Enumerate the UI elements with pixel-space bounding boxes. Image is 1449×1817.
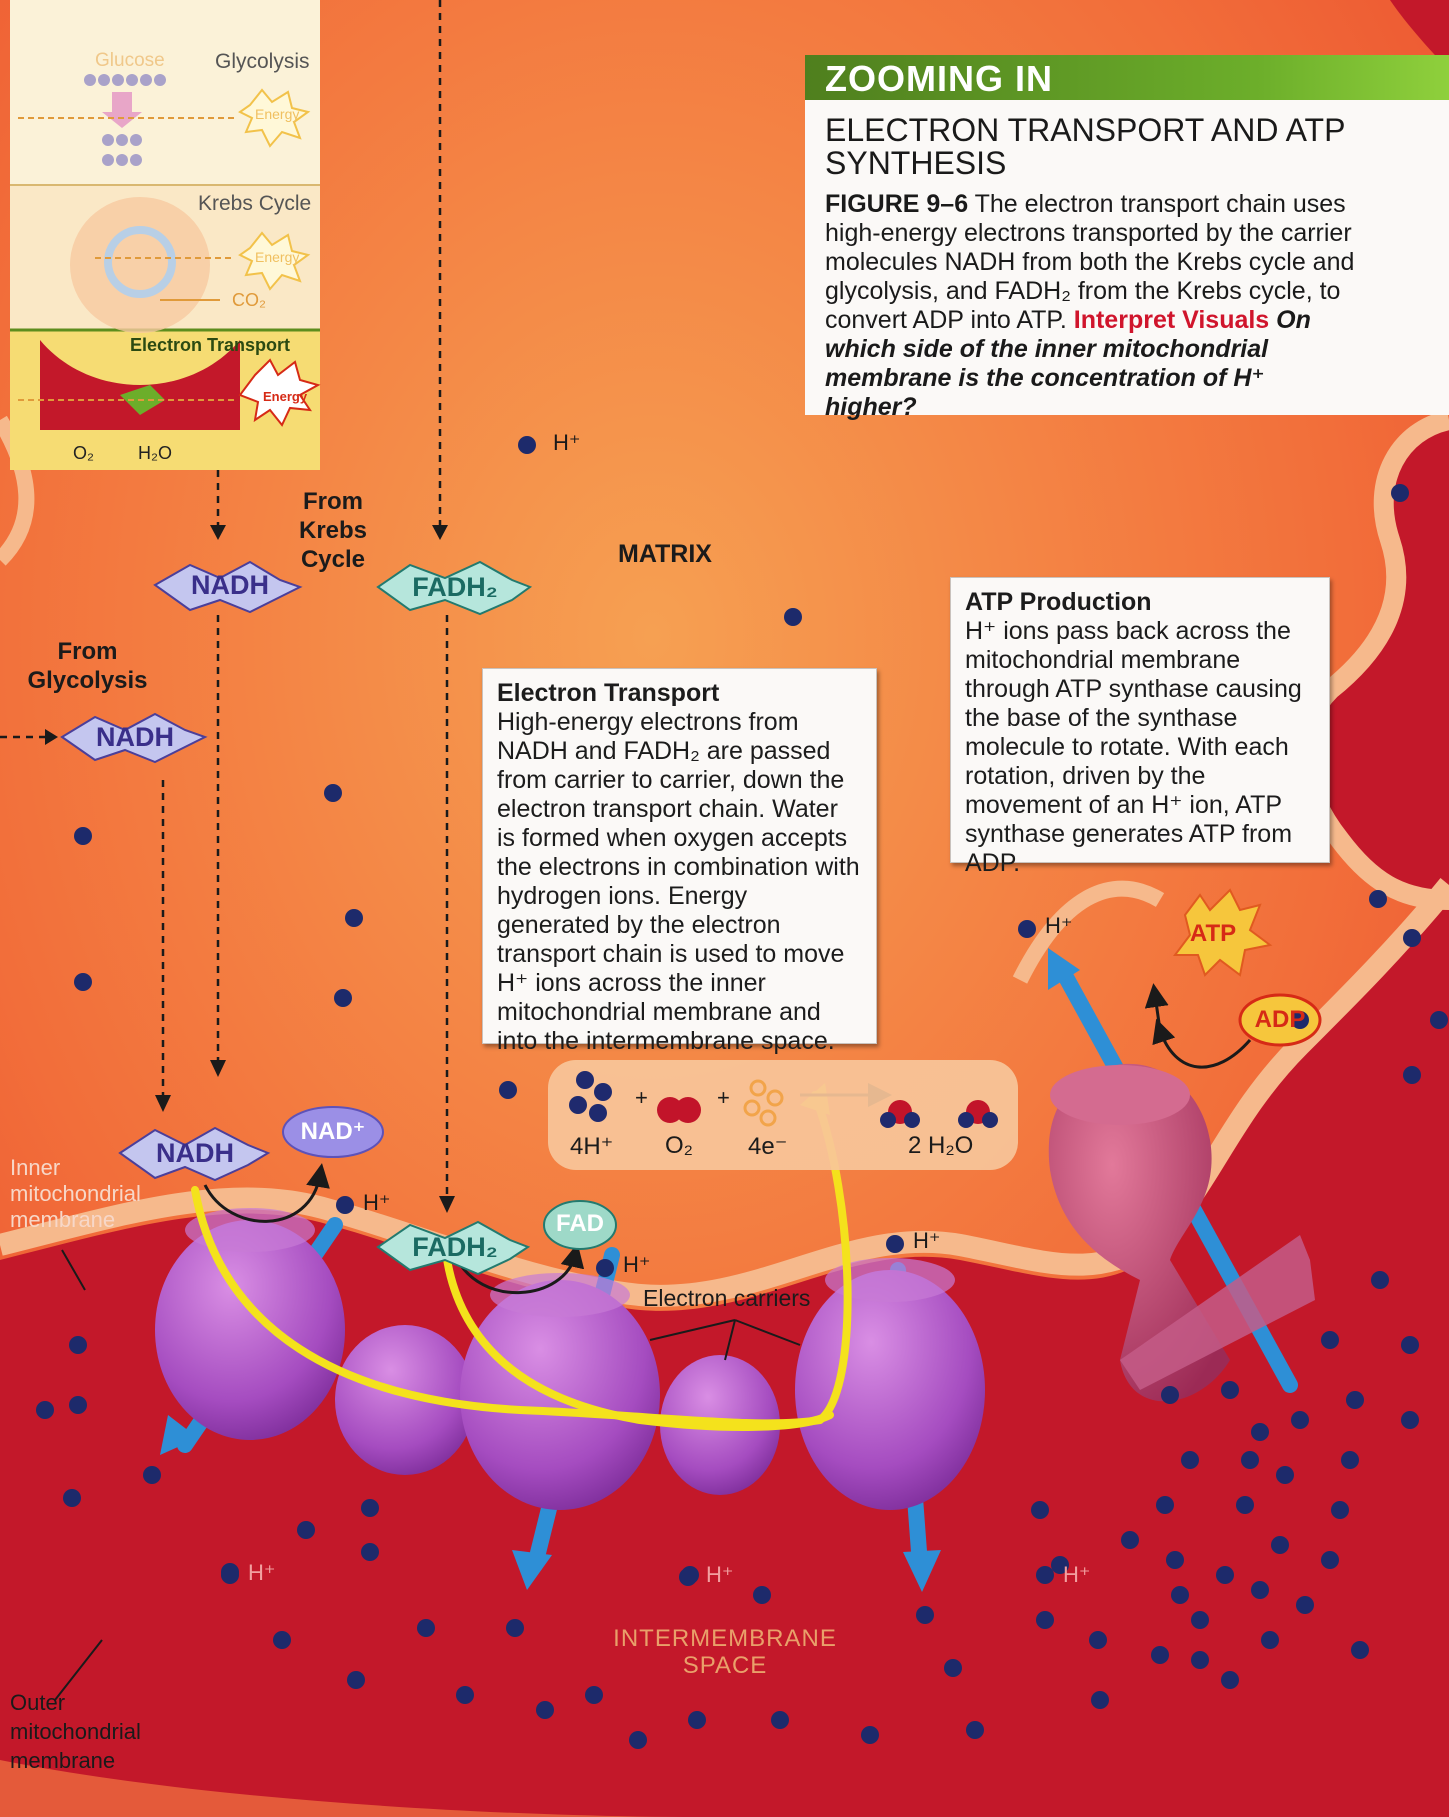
h-plus-label-5: H⁺ — [248, 1560, 276, 1586]
zooming-in-panel: ELECTRON TRANSPORT AND ATP SYNTHESIS FIG… — [805, 100, 1449, 415]
equation-plus-1: + — [635, 1085, 648, 1111]
inset-energy-label-3: Energy — [263, 389, 307, 404]
equation-hplus-label: 4H⁺ — [570, 1132, 613, 1161]
inset-co2-label: CO₂ — [232, 290, 266, 311]
from-glycolysis-label: From Glycolysis — [25, 637, 150, 695]
h-plus-label-matrix: H⁺ — [553, 430, 581, 456]
fadh2-label-krebs: FADH₂ — [405, 572, 505, 603]
figure-caption: FIGURE 9–6 The electron transport chain … — [825, 190, 1360, 422]
inner-membrane-label: Inner mitochondrial membrane — [10, 1155, 170, 1233]
atp-production-box: ATP Production H⁺ ions pass back across … — [950, 577, 1330, 863]
electron-transport-box: Electron Transport High-energy electrons… — [482, 668, 877, 1044]
h-plus-label-1: H⁺ — [363, 1190, 391, 1216]
inset-h2o-label: H₂O — [138, 443, 172, 464]
electron-transport-title: Electron Transport — [497, 679, 862, 708]
inset-krebs-label: Krebs Cycle — [198, 192, 311, 216]
h-plus-label-3: H⁺ — [913, 1228, 941, 1254]
inset-energy-label-1: Energy — [255, 106, 299, 122]
inset-electron-transport-label: Electron Transport — [130, 335, 290, 356]
nadh-label-glycolysis: NADH — [90, 722, 180, 753]
atp-production-text: H⁺ ions pass back across the mitochondri… — [965, 617, 1302, 877]
outer-membrane-label: Outer mitochondrial membrane — [10, 1688, 170, 1775]
electron-transport-text: High-energy electrons from NADH and FADH… — [497, 708, 860, 1055]
adp-label: ADP — [1245, 1006, 1315, 1034]
figure-label: FIGURE 9–6 — [825, 190, 968, 218]
equation-plus-2: + — [717, 1085, 730, 1111]
inset-o2-label: O₂ — [73, 443, 94, 464]
equation-water-label: 2 H₂O — [908, 1132, 973, 1160]
intermembrane-space-label: INTERMEMBRANE SPACE — [600, 1625, 850, 1679]
from-krebs-label: From Krebs Cycle — [268, 487, 398, 574]
h-plus-label-2: H⁺ — [623, 1252, 651, 1278]
h-plus-label-7: H⁺ — [1063, 1562, 1091, 1588]
fad-label: FAD — [552, 1210, 608, 1238]
inset-energy-label-2: Energy — [255, 249, 299, 265]
banner-text: ZOOMING IN — [825, 58, 1053, 100]
equation-electrons-label: 4e⁻ — [748, 1132, 787, 1161]
inset-glucose-label: Glucose — [95, 50, 165, 72]
interpret-visuals-label: Interpret Visuals — [1074, 306, 1269, 334]
atp-label: ATP — [1163, 920, 1263, 948]
h-plus-label-4: H⁺ — [1045, 913, 1073, 939]
electron-carriers-label: Electron carriers — [643, 1285, 810, 1312]
nadh-label-membrane: NADH — [150, 1138, 240, 1169]
h-plus-label-6: H⁺ — [706, 1562, 734, 1588]
fadh2-label-membrane: FADH₂ — [405, 1232, 505, 1263]
inset-glycolysis-label: Glycolysis — [215, 50, 310, 74]
equation-o2-label: O₂ — [665, 1132, 693, 1160]
atp-production-title: ATP Production — [965, 588, 1315, 617]
matrix-label: MATRIX — [618, 540, 712, 569]
zooming-in-banner: ZOOMING IN — [805, 55, 1449, 100]
figure-heading: ELECTRON TRANSPORT AND ATP SYNTHESIS — [825, 114, 1385, 180]
nad-plus-label: NAD⁺ — [290, 1117, 376, 1146]
nadh-label-krebs: NADH — [185, 570, 275, 601]
